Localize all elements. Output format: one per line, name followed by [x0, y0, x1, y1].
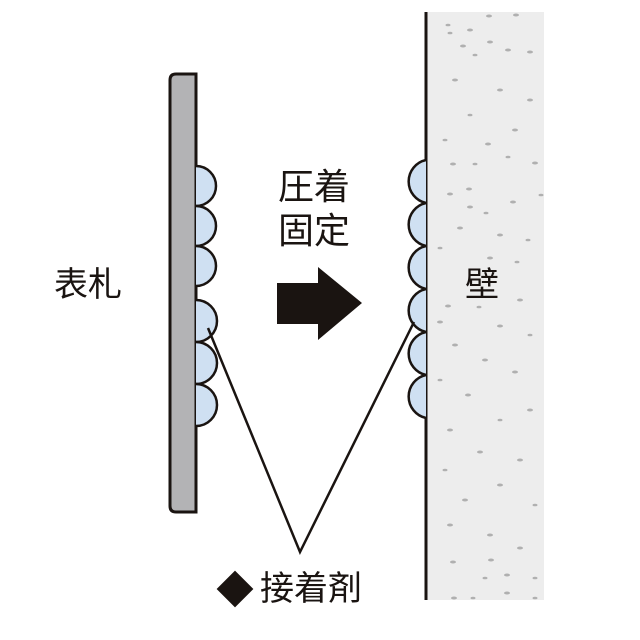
wall-label: 壁	[465, 265, 499, 305]
adhesive-label-text: 接着剤	[260, 569, 362, 609]
wall-texture	[437, 13, 544, 600]
press-fix-label: 圧着 固定	[278, 166, 350, 254]
diamond-icon	[216, 570, 254, 608]
name-plate	[168, 72, 198, 514]
adhesive-leader-lines	[206, 321, 416, 556]
plate-adhesive	[195, 164, 219, 428]
adhesive-label: 接着剤	[216, 569, 362, 609]
plate-label: 表札	[54, 265, 122, 305]
wall	[424, 12, 544, 600]
press-label-line2: 固定	[278, 211, 351, 252]
press-label-line1: 圧着	[278, 167, 351, 208]
wall-adhesive	[407, 158, 427, 420]
arrow-right-icon	[277, 267, 362, 340]
